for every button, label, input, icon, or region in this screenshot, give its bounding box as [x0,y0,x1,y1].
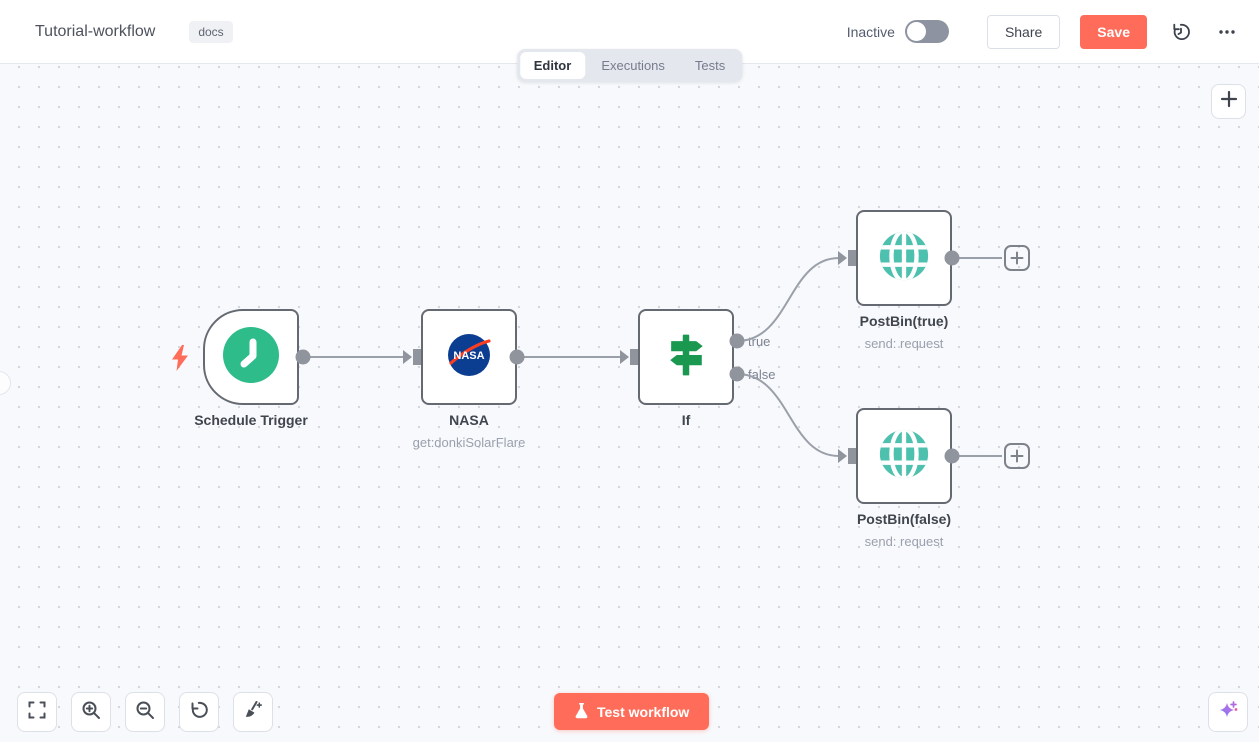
share-button[interactable]: Share [986,14,1061,49]
add-node-button[interactable] [1211,84,1246,119]
connection-wires [295,250,1002,464]
input-arrow-if [620,350,629,364]
output-label-true: true [748,334,771,349]
globe-icon [877,427,931,486]
node-postbin-false[interactable] [856,408,952,504]
workflow-title[interactable]: Tutorial-workflow [35,22,156,40]
input-arrow-postbin-true [838,251,847,265]
node-if[interactable] [638,309,734,405]
top-bar: Tutorial-workflow docs Inactive Share Sa… [0,0,1259,64]
save-button[interactable]: Save [1080,14,1147,49]
node-subtitle-nasa: get:donkiSolarFlare [412,435,526,450]
signpost-icon [660,329,712,386]
node-postbin-true[interactable] [856,210,952,306]
test-workflow-button[interactable]: Test workflow [554,693,710,730]
header-actions: Inactive Share Save [846,14,1239,49]
active-toggle[interactable] [904,20,949,43]
add-connected-node-button-true[interactable] [1004,245,1030,271]
tab-editor[interactable]: Editor [519,52,586,79]
zoom-in-icon [81,700,101,725]
tidy-up-button[interactable] [233,692,273,732]
node-subtitle-postbin-true: send: request [864,336,944,351]
node-subtitle-postbin-false: send: request [864,534,944,549]
lightning-icon [171,345,189,376]
node-label-postbin-true: PostBin(true) [859,313,949,329]
reset-zoom-button[interactable] [179,692,219,732]
input-port-postbin-false [848,448,856,464]
input-port-postbin-true [848,250,856,266]
node-label-schedule-trigger: Schedule Trigger [194,412,308,428]
plus-icon [1220,90,1238,113]
input-arrow-postbin-false [838,449,847,463]
node-schedule-trigger[interactable] [203,309,299,405]
output-label-false: false [748,367,776,382]
workflow-history-icon[interactable] [1169,20,1193,44]
fit-view-icon [28,701,46,724]
view-tabs: Editor Executions Tests [516,49,743,82]
globe-icon [877,229,931,288]
fit-view-button[interactable] [17,692,57,732]
broom-icon [243,700,263,725]
test-workflow-label: Test workflow [597,703,690,720]
node-nasa[interactable]: NASA [421,309,517,405]
more-menu-icon[interactable] [1215,20,1239,44]
add-connected-node-button-false[interactable] [1004,443,1030,469]
canvas-toolbar [17,692,273,732]
zoom-in-button[interactable] [71,692,111,732]
clock-icon [223,326,279,388]
ai-assistant-button[interactable] [1208,692,1248,732]
toggle-knob [906,22,926,41]
workflow-title-group: Tutorial-workflow docs [35,20,233,43]
workflow-tag-docs[interactable]: docs [189,20,233,43]
undo-arrow-icon [189,700,209,725]
nasa-logo-icon: NASA [446,332,492,383]
zoom-out-icon [135,700,155,725]
tab-tests[interactable]: Tests [694,58,726,73]
node-label-postbin-false: PostBin(false) [856,511,952,527]
input-arrow-nasa [403,350,412,364]
tab-executions[interactable]: Executions [601,58,665,73]
node-label-nasa: NASA [449,412,489,428]
flask-icon [574,702,589,722]
input-port-nasa [413,349,421,365]
workflow-canvas[interactable]: Schedule Trigger NASA NASA get:donkiSola… [0,64,1259,742]
zoom-out-button[interactable] [125,692,165,732]
nasa-logo-text: NASA [453,350,484,362]
node-label-if: If [681,412,691,428]
status-label: Inactive [846,23,895,40]
left-panel-toggle[interactable] [0,371,11,395]
input-port-if [630,349,638,365]
sparkle-icon [1216,698,1240,727]
